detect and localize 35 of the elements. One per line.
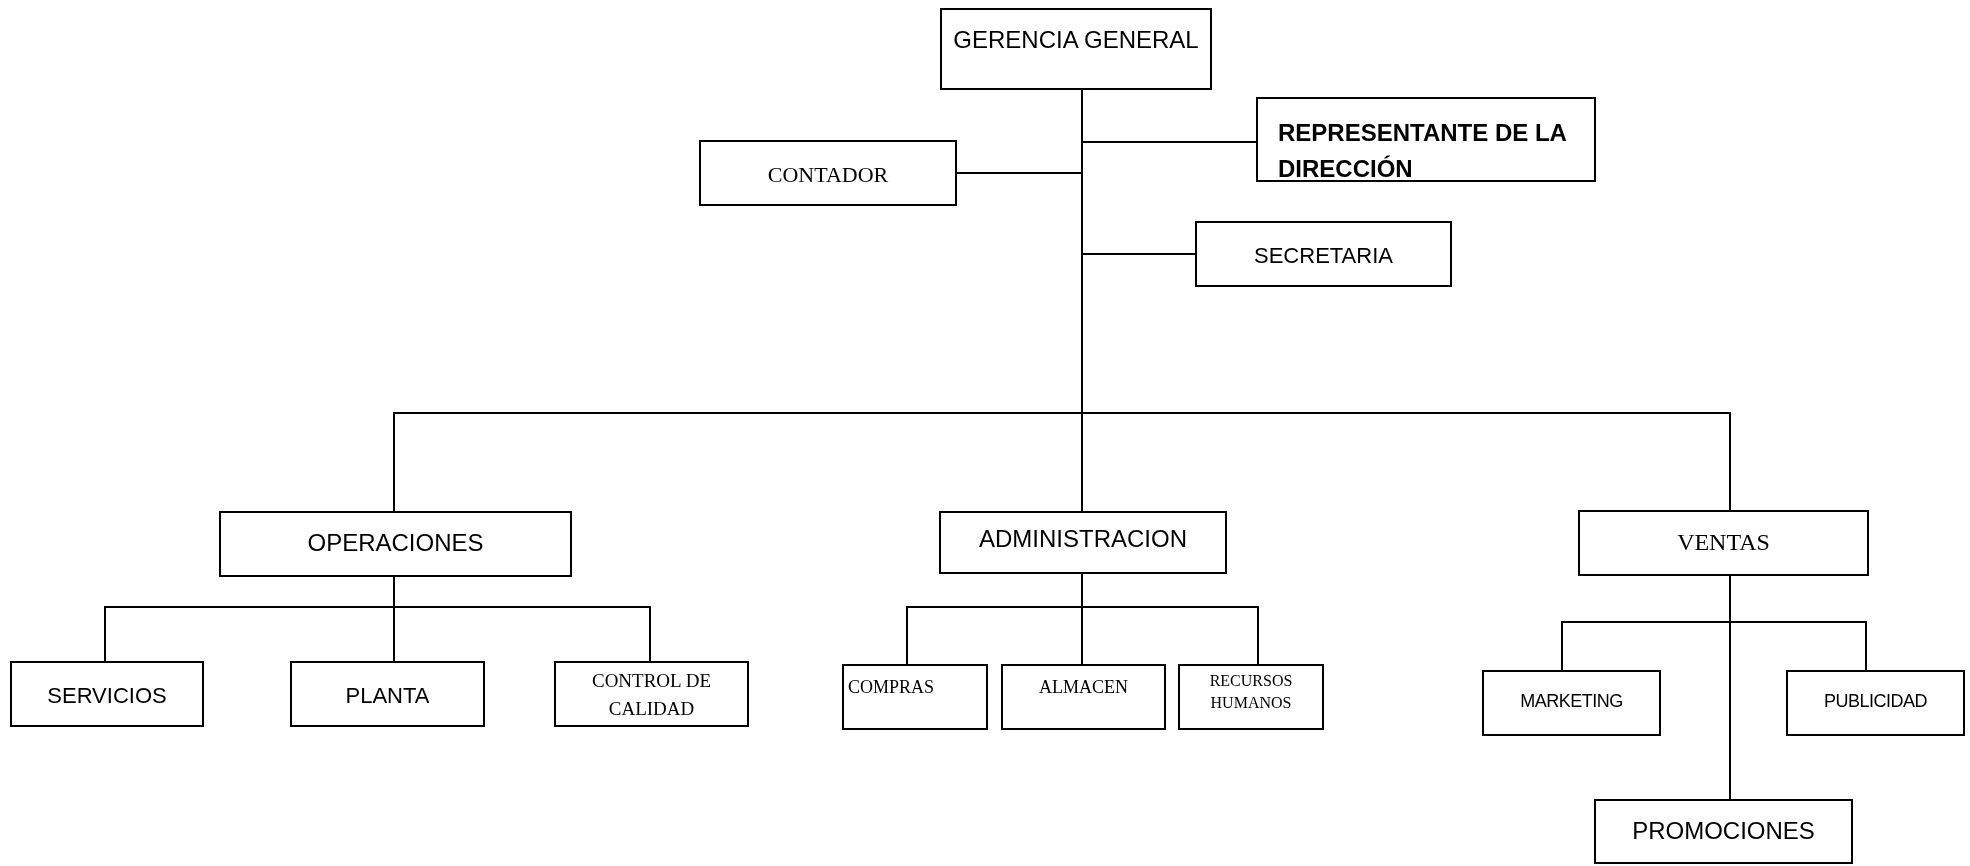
box-label: REPRESENTANTE DE LA DIRECCIÓN	[1278, 118, 1568, 184]
org-box	[554, 661, 749, 727]
org-box	[1578, 510, 1869, 576]
box-label: VENTAS	[1677, 528, 1770, 557]
org-box	[1195, 221, 1452, 287]
box-label: RECURSOS HUMANOS	[1208, 671, 1294, 713]
org-box	[699, 140, 957, 206]
box-label: PUBLICIDAD	[1824, 690, 1927, 713]
org-box	[1482, 670, 1661, 736]
box-label: COMPRAS	[848, 676, 935, 699]
org-box	[1256, 97, 1596, 182]
org-box	[842, 664, 988, 730]
box-label: GERENCIA GENERAL	[953, 25, 1199, 55]
org-box	[219, 511, 572, 577]
box-label: ADMINISTRACION	[979, 524, 1187, 554]
org-box	[1178, 664, 1324, 730]
org-box	[939, 511, 1227, 574]
org-box	[940, 8, 1212, 90]
org-box	[1001, 664, 1166, 730]
box-label: ALMACEN	[1039, 676, 1128, 699]
box-label: MARKETING	[1520, 690, 1623, 713]
connector-line	[393, 576, 651, 662]
org-box	[1594, 799, 1853, 864]
org-box	[290, 661, 485, 727]
box-label: OPERACIONES	[307, 528, 484, 558]
box-label: PROMOCIONES	[1632, 816, 1815, 846]
box-label: PLANTA	[345, 682, 430, 710]
box-label: SECRETARIA	[1254, 242, 1393, 270]
org-box	[10, 661, 204, 727]
box-label: CONTROL DE CALIDAD	[590, 669, 713, 721]
connector-line	[1729, 575, 1731, 800]
box-label: SERVICIOS	[47, 682, 167, 710]
org-box	[1786, 670, 1965, 736]
connector-line	[1081, 573, 1259, 665]
box-label: CONTADOR	[767, 161, 889, 189]
